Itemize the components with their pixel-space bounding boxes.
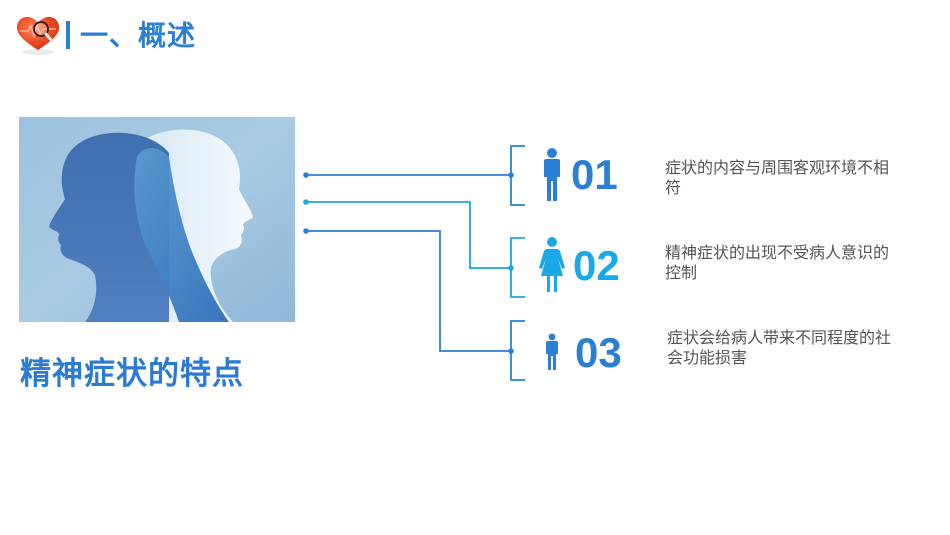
item-number-03: 03 (575, 329, 622, 376)
two-faces-illustration (19, 117, 295, 322)
section-title: 一、概述 (80, 19, 197, 52)
item-description-01: 症状的内容与周围客观环境不相符 (665, 158, 890, 197)
male-person-small-icon (544, 333, 560, 371)
male-person-icon (540, 147, 564, 203)
item-description-02: 精神症状的出现不受病人意识的控制 (665, 243, 890, 282)
heart-magnifier-icon (14, 14, 62, 56)
connector-03 (303, 228, 525, 381)
item-number-02: 02 (573, 242, 620, 289)
female-person-icon (538, 236, 566, 292)
title-accent-bar (66, 21, 70, 49)
main-title: 精神症状的特点 (20, 356, 244, 392)
connector-01 (303, 145, 525, 206)
item-description-03: 症状会给病人带来不同程度的社会功能损害 (667, 328, 892, 367)
item-number-01: 01 (571, 151, 618, 198)
connector-02 (303, 199, 525, 298)
